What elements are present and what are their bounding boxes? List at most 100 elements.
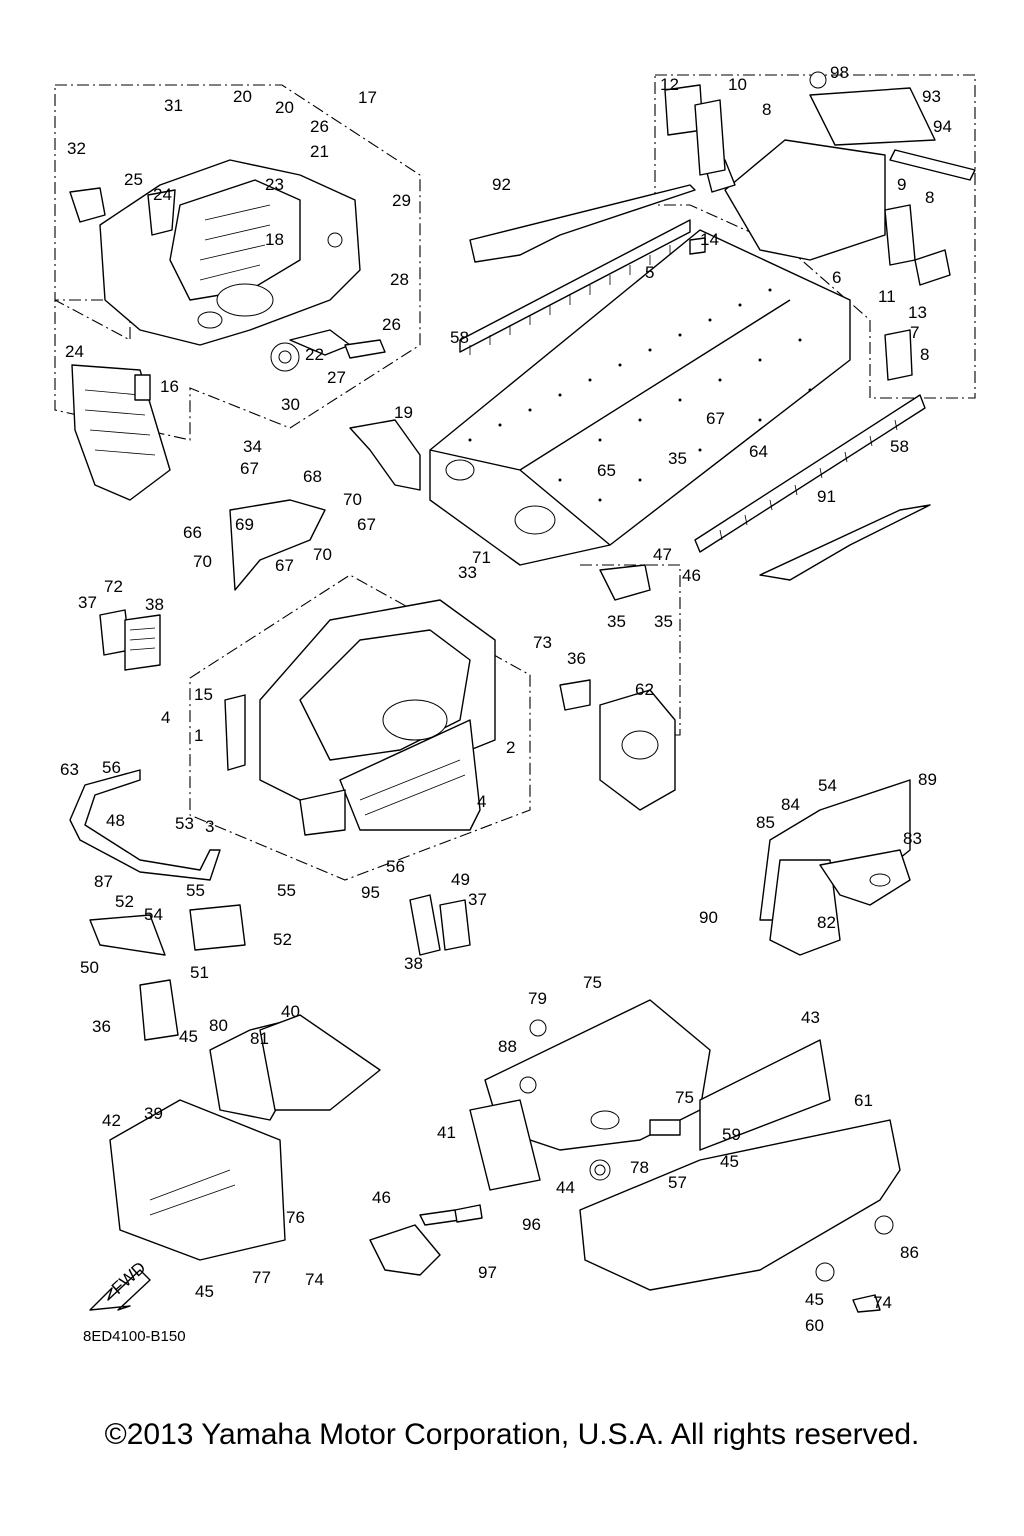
drawing-code: 8ED4100-B150 <box>83 1328 186 1345</box>
callout-12: 12 <box>660 75 679 94</box>
group-box-upper-right <box>654 74 976 399</box>
callout-13: 13 <box>908 303 927 322</box>
callout-10: 10 <box>728 75 747 94</box>
callout-49: 49 <box>451 870 470 889</box>
callout-73: 73 <box>533 633 552 652</box>
callout-77: 77 <box>252 1268 271 1287</box>
callout-60: 60 <box>805 1316 824 1335</box>
rear-plate-assembly <box>664 71 976 381</box>
callout-15: 15 <box>194 685 213 704</box>
callout-88: 88 <box>498 1037 517 1056</box>
callout-70: 70 <box>343 490 362 509</box>
callout-18: 18 <box>265 230 284 249</box>
callout-35: 35 <box>654 612 673 631</box>
front-frame-upper-assembly <box>69 159 386 501</box>
callout-5: 5 <box>645 263 654 282</box>
callout-70: 70 <box>313 545 332 564</box>
callout-92: 92 <box>492 175 511 194</box>
callout-36: 36 <box>567 649 586 668</box>
callout-9: 9 <box>897 175 906 194</box>
callout-98: 98 <box>830 63 849 82</box>
callout-67: 67 <box>240 459 259 478</box>
callout-36: 36 <box>92 1017 111 1036</box>
callout-86: 86 <box>900 1243 919 1262</box>
callout-22: 22 <box>305 345 324 364</box>
front-frame <box>99 499 676 956</box>
callout-45: 45 <box>179 1027 198 1046</box>
callout-48: 48 <box>106 811 125 830</box>
callout-35: 35 <box>668 449 687 468</box>
callout-67: 67 <box>357 515 376 534</box>
callout-24: 24 <box>153 185 172 204</box>
callout-37: 37 <box>468 890 487 909</box>
callout-38: 38 <box>145 595 164 614</box>
callout-55: 55 <box>186 881 205 900</box>
callout-96: 96 <box>522 1215 541 1234</box>
callout-79: 79 <box>528 989 547 1008</box>
callout-26: 26 <box>310 117 329 136</box>
group-box-frame <box>189 574 531 881</box>
callout-45: 45 <box>720 1152 739 1171</box>
callout-45: 45 <box>195 1282 214 1301</box>
callout-23: 23 <box>265 175 284 194</box>
callout-25: 25 <box>124 170 143 189</box>
callout-94: 94 <box>933 117 952 136</box>
callout-37: 37 <box>78 593 97 612</box>
callout-68: 68 <box>303 467 322 486</box>
callout-47: 47 <box>653 545 672 564</box>
callout-14: 14 <box>700 230 719 249</box>
callout-82: 82 <box>817 913 836 932</box>
callout-54: 54 <box>818 776 837 795</box>
callout-2: 2 <box>506 738 515 757</box>
callout-34: 34 <box>243 437 262 456</box>
callout-24: 24 <box>65 342 84 361</box>
callout-71: 71 <box>472 548 491 567</box>
callout-85: 85 <box>756 813 775 832</box>
callout-20: 20 <box>233 87 252 106</box>
callout-67: 67 <box>706 409 725 428</box>
callout-38: 38 <box>404 954 423 973</box>
callout-62: 62 <box>635 680 654 699</box>
main-tunnel <box>349 184 931 601</box>
callout-63: 63 <box>60 760 79 779</box>
callout-53: 53 <box>175 814 194 833</box>
callout-83: 83 <box>903 829 922 848</box>
callout-41: 41 <box>437 1123 456 1142</box>
callout-29: 29 <box>392 191 411 210</box>
callout-4: 4 <box>161 708 170 727</box>
callout-51: 51 <box>190 963 209 982</box>
callout-65: 65 <box>597 461 616 480</box>
callout-26: 26 <box>382 315 401 334</box>
callout-33: 33 <box>458 563 477 582</box>
callout-76: 76 <box>286 1208 305 1227</box>
callout-91: 91 <box>817 487 836 506</box>
callout-16: 16 <box>160 377 179 396</box>
callout-3: 3 <box>205 817 214 836</box>
callout-42: 42 <box>102 1111 121 1130</box>
callout-78: 78 <box>630 1158 649 1177</box>
callout-27: 27 <box>327 368 346 387</box>
callout-59: 59 <box>722 1125 741 1144</box>
callout-70: 70 <box>193 552 212 571</box>
callout-8: 8 <box>925 188 934 207</box>
callout-84: 84 <box>781 795 800 814</box>
lower-front-panels <box>109 1014 381 1261</box>
lower-rear-panels <box>469 999 901 1313</box>
callout-97: 97 <box>478 1263 497 1282</box>
callout-19: 19 <box>394 403 413 422</box>
callout-40: 40 <box>281 1002 300 1021</box>
callout-31: 31 <box>164 96 183 115</box>
side-panel-upper-right <box>759 779 911 956</box>
callout-90: 90 <box>699 908 718 927</box>
callout-75: 75 <box>675 1088 694 1107</box>
callout-28: 28 <box>390 270 409 289</box>
callout-35: 35 <box>607 612 626 631</box>
callout-46: 46 <box>372 1188 391 1207</box>
callout-74: 74 <box>305 1270 324 1289</box>
callout-74: 74 <box>873 1293 892 1312</box>
callout-52: 52 <box>273 930 292 949</box>
callout-75: 75 <box>583 973 602 992</box>
callout-17: 17 <box>358 88 377 107</box>
